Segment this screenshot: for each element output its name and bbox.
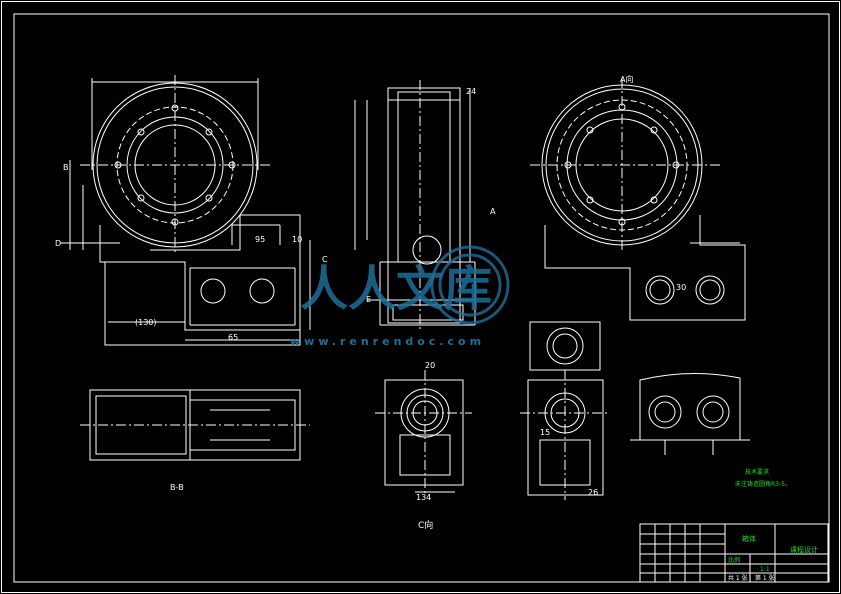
watermark-logo: [430, 245, 510, 325]
detail-d-view: [630, 372, 750, 455]
dim-130: (130): [135, 318, 157, 327]
dim-15: 15: [540, 428, 550, 437]
dim-30: 30: [676, 283, 686, 292]
marker-b: B: [63, 163, 69, 172]
dim-20: 20: [425, 361, 435, 370]
section-bb-view: [80, 389, 310, 461]
marker-d: D: [55, 239, 61, 248]
marker-a: A: [490, 207, 496, 216]
label-view-a: A向: [620, 74, 633, 84]
dim-26: 26: [588, 488, 598, 497]
title-block-company: 课程设计: [790, 545, 818, 554]
dim-24: 24: [466, 87, 476, 96]
small-side-view: [520, 321, 610, 500]
dim-10: 10: [292, 235, 302, 244]
top-right-view: [530, 78, 746, 321]
title-block-sheets: 共 1 张: [728, 574, 748, 582]
title-block-frame: [639, 523, 829, 583]
watermark-url: www.renrendoc.com: [290, 335, 485, 348]
title-block-scale: 1:1: [760, 566, 770, 573]
dim-65: 65: [228, 333, 238, 342]
title-block-sheet-no: 第 1 张: [755, 574, 775, 582]
marker-c: C: [322, 255, 328, 264]
view-c: [375, 370, 472, 495]
notes-title: 技术要求: [745, 468, 769, 476]
title-block-scale-label: 比例: [728, 556, 740, 564]
front-view: [60, 75, 311, 346]
notes-line: 未注铸造圆角R3-5。: [735, 480, 791, 488]
dim-95: 95: [255, 235, 265, 244]
label-section-bb: B-B: [170, 483, 184, 492]
dim-134: 134: [416, 493, 431, 502]
inner-border: [13, 13, 830, 583]
title-block-name: 箱体: [742, 534, 756, 543]
middle-section-view: [354, 80, 476, 330]
watermark-text: 人人文库: [300, 261, 492, 317]
marker-e: E: [366, 295, 371, 304]
label-view-c: C向: [418, 519, 433, 531]
